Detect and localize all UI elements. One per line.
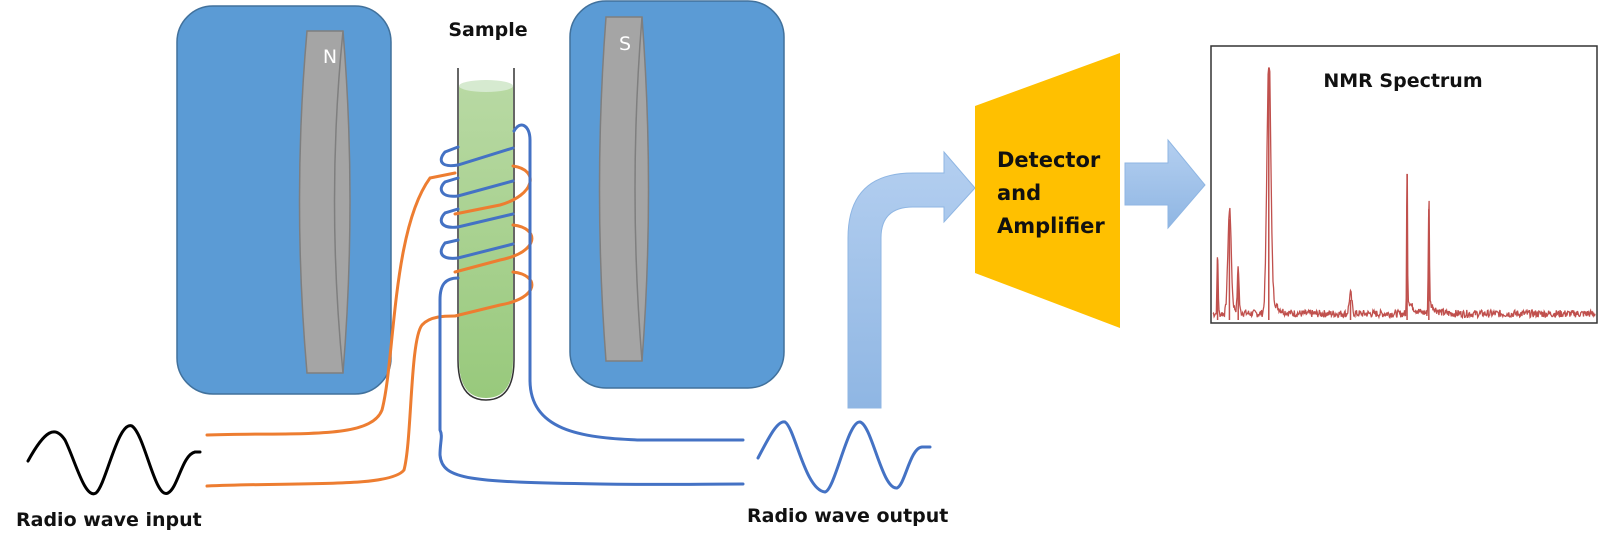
south-pole-label: S: [619, 33, 631, 55]
north-pole-label: N: [323, 46, 337, 68]
sample-liquid: [459, 86, 513, 398]
north-magnet-housing: [176, 5, 392, 395]
output-coil: [438, 123, 745, 486]
nmr-spectrum-panel: NMR Spectrum: [1210, 45, 1598, 324]
signal-arrow-to-spectrum: [1124, 138, 1206, 230]
north-magnet: N: [176, 5, 392, 395]
detector-label-line2: and: [997, 181, 1041, 205]
radio-wave-input: [26, 424, 202, 496]
detector-label-line1: Detector: [997, 148, 1101, 172]
spectrum-plot: [1212, 67, 1596, 320]
sample-tube: [457, 68, 515, 401]
radio-output-label: Radio wave output: [747, 505, 948, 527]
spectrum-trace: [1212, 67, 1596, 320]
radio-wave-output: [756, 420, 932, 494]
spectrum-title: NMR Spectrum: [1323, 70, 1482, 92]
signal-arrow-to-detector: [847, 150, 976, 409]
south-pole-piece: [598, 16, 650, 362]
detector-label-line3: Amplifier: [997, 214, 1105, 238]
radio-input-label: Radio wave input: [16, 509, 202, 531]
south-magnet: S: [569, 0, 785, 389]
detector-amplifier: Detector and Amplifier: [975, 53, 1120, 328]
north-pole-piece: [298, 30, 351, 374]
sample-label: Sample: [448, 19, 527, 41]
detector-block: [975, 53, 1120, 328]
spectrum-frame: [1210, 45, 1598, 324]
